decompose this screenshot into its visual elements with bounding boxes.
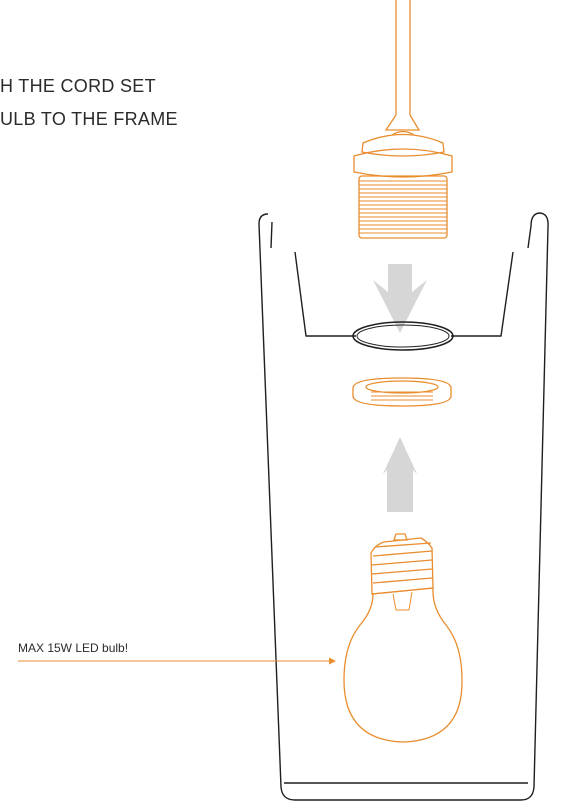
cord-icon (384, 0, 421, 136)
bulb-warning-label: MAX 15W LED bulb! (18, 641, 129, 655)
lamp-frame-icon (258, 212, 549, 801)
bulb-warning-pointer (18, 657, 336, 665)
light-bulb-icon (343, 533, 463, 743)
threaded-ring-icon (352, 377, 452, 407)
instruction-line-2: ULB TO THE FRAME (0, 109, 178, 129)
socket-with-cord-icon (353, 133, 453, 239)
instruction-line-1: H THE CORD SET (0, 76, 156, 96)
arrow-up-icon (383, 437, 417, 512)
arrow-down-icon (373, 264, 427, 333)
socket-ring-icon (352, 321, 454, 351)
